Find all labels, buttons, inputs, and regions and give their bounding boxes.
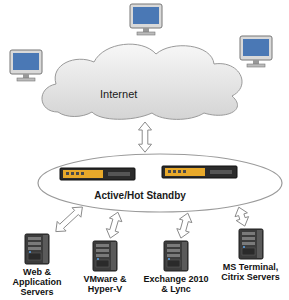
server-node: Web & Application Servers — [2, 233, 72, 297]
server-bay — [242, 237, 255, 240]
appliance-port — [76, 172, 79, 175]
appliance-port — [66, 172, 69, 175]
double-arrow — [56, 207, 83, 232]
computer-icon — [10, 50, 42, 81]
cloud-shape — [36, 36, 252, 120]
monitor-base — [17, 78, 35, 81]
server-bay — [242, 232, 255, 235]
appliance-icon — [162, 166, 237, 178]
computer-icon — [130, 4, 162, 35]
server-bay — [28, 247, 41, 250]
server-grille — [28, 253, 41, 260]
server-bay — [96, 249, 109, 252]
server-icon — [236, 228, 266, 260]
server-side — [43, 235, 48, 263]
monitor-body — [130, 4, 162, 28]
server-body — [25, 234, 49, 264]
cluster-ellipse: Active/Hot Standby — [36, 152, 284, 214]
monitor-stand — [253, 60, 259, 64]
monitor-stand — [23, 74, 29, 78]
appliance-vent — [210, 170, 232, 174]
server-body — [239, 229, 263, 259]
node-label: MS Terminal, Citrix Servers — [214, 262, 287, 282]
server-bay — [28, 237, 41, 240]
ellipse-shape — [36, 152, 284, 214]
appliance-bezel — [63, 170, 103, 178]
monitor-screen — [13, 53, 39, 70]
monitor-screen — [133, 7, 159, 24]
double-arrow — [235, 207, 249, 226]
server-grille — [167, 260, 180, 267]
double-arrow — [139, 122, 152, 152]
server-led — [243, 246, 245, 248]
monitor-body — [240, 36, 272, 60]
monitor-stand — [143, 28, 149, 32]
server-node: Exchange 2010 & Lync — [140, 240, 212, 294]
server-bay — [167, 244, 180, 247]
monitor-screen — [243, 39, 269, 56]
node-label: Active/Hot Standby — [36, 190, 244, 202]
server-node: MS Terminal, Citrix Servers — [214, 228, 287, 282]
appliance-port — [183, 170, 186, 173]
server-bay — [96, 254, 109, 257]
server-led — [97, 258, 99, 260]
node-label: VMware & Hyper-V — [72, 274, 138, 294]
monitor-body — [10, 50, 42, 74]
server-icon — [90, 240, 120, 272]
appliance-port — [168, 170, 171, 173]
appliance-port — [178, 170, 181, 173]
cloud-outline — [42, 44, 242, 119]
appliance-body — [60, 168, 135, 180]
server-bay — [28, 242, 41, 245]
server-grille — [242, 248, 255, 255]
server-body — [93, 241, 117, 271]
server-led — [168, 258, 170, 260]
appliance-body — [162, 166, 237, 178]
node-label: Internet — [100, 88, 137, 101]
server-icon — [161, 240, 191, 272]
appliance-port — [173, 170, 176, 173]
server-grille — [96, 260, 109, 267]
server-side — [257, 230, 262, 258]
server-body — [164, 241, 188, 271]
monitor-base — [137, 32, 155, 35]
appliance-bezel — [165, 168, 205, 176]
server-side — [182, 242, 187, 270]
server-side — [111, 242, 116, 270]
server-icon — [22, 233, 52, 265]
server-bay — [167, 254, 180, 257]
appliance-port — [71, 172, 74, 175]
server-bay — [167, 249, 180, 252]
monitor-base — [247, 64, 265, 67]
server-node: VMware & Hyper-V — [72, 240, 138, 294]
double-arrow — [106, 212, 122, 238]
appliance-port — [81, 172, 84, 175]
ellipse-outline — [38, 154, 282, 212]
appliance-vent — [108, 172, 130, 176]
computer-icon — [240, 36, 272, 67]
server-led — [29, 251, 31, 253]
cloud-node: Internet — [36, 36, 252, 120]
server-bay — [96, 244, 109, 247]
node-label: Exchange 2010 & Lync — [140, 274, 212, 294]
appliance-icon — [60, 168, 135, 180]
double-arrow — [177, 213, 192, 238]
server-bay — [242, 242, 255, 245]
node-label: Web & Application Servers — [2, 267, 72, 297]
